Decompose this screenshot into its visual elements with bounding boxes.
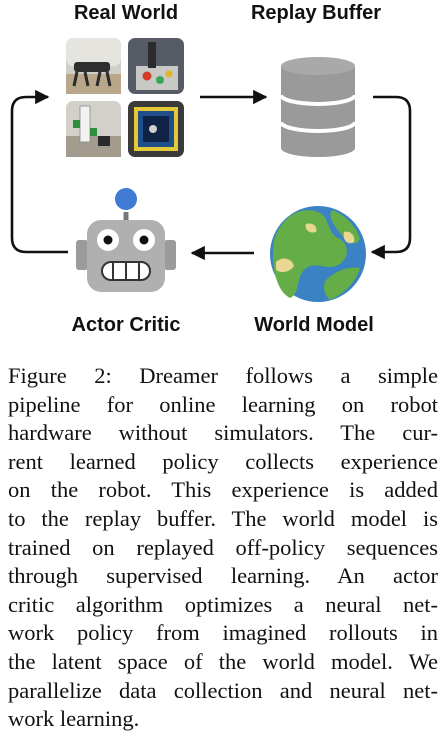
photo-quadruped (66, 38, 121, 94)
pipeline-diagram (10, 38, 412, 302)
photo-bin-picking (128, 38, 184, 94)
world-model-label: World Model (254, 314, 374, 336)
caption-line: critic algorithm optimizes a neural net- (8, 591, 438, 617)
globe-icon (270, 206, 366, 302)
real-world-label: Real World (73, 2, 179, 24)
caption-line: on the robot. This experience is added (8, 477, 438, 503)
actor-critic-label: Actor Critic (71, 314, 181, 336)
caption-line: the latent space of the world model. We (8, 648, 438, 674)
caption-line: parallelize data collection and neural n… (8, 677, 438, 703)
arrow-replay-buffer-to-world-model (370, 95, 412, 260)
robot-icon (76, 188, 176, 292)
caption-line: work policy from imagined rollouts in (8, 620, 438, 646)
figure-caption: Figure 2: Dreamer follows a simple pipel… (8, 362, 438, 734)
photo-arm-blocks (66, 101, 121, 157)
caption-line: through supervised learning. An actor (8, 563, 438, 589)
caption-line: to the replay buffer. The world model is (8, 505, 438, 531)
caption-line: Figure 2: Dreamer follows a simple (8, 363, 438, 388)
caption-line: trained on replayed off-policy sequences (8, 534, 438, 560)
robot-photos-grid (66, 38, 184, 157)
caption-line: pipeline for online learning on robot (8, 391, 438, 417)
caption-line: rent learned policy collects experience (8, 448, 438, 474)
replay-buffer-label: Replay Buffer (250, 2, 382, 24)
caption-line: work learning. (8, 706, 140, 732)
arrow-actor-critic-to-real-world (10, 89, 68, 254)
photo-sphero-maze (128, 101, 184, 157)
caption-line: hardware without simulators. The cur- (8, 420, 438, 446)
database-icon (279, 57, 357, 157)
